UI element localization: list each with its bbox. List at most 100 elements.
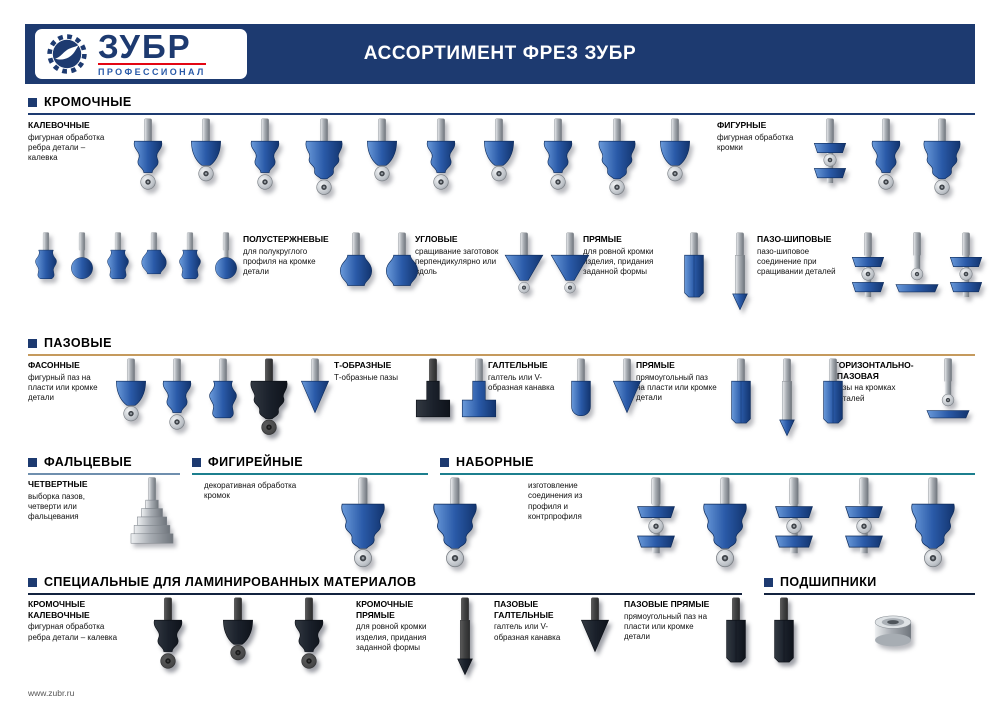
v-router-bit-image — [292, 358, 338, 440]
router-bits-pazo-shipovye — [845, 232, 989, 314]
steps-router-bit-image — [125, 477, 179, 559]
stack-router-bit-image — [767, 477, 821, 573]
router-bits-krom-pryamye-lam — [436, 597, 494, 679]
ogee-router-bit-image — [286, 597, 332, 679]
group-title: ПРЯМЫЕ — [636, 360, 675, 370]
router-bits-fasonnye — [108, 358, 334, 440]
group-label-figireynye-desc: декоративная обработка кромок — [204, 477, 298, 502]
brand-name: ЗУБР — [98, 27, 192, 65]
group-desc: Т-образные пазы — [334, 372, 399, 382]
section-row-4: СПЕЦИАЛЬНЫЕ ДЛЯ ЛАМИНИРОВАННЫХ МАТЕРИАЛО… — [28, 575, 975, 595]
section-bullet — [28, 457, 37, 467]
group-title: Т-ОБРАЗНЫЕ — [334, 360, 392, 370]
group-label-figurnye: ФИГУРНЫЕ фигурная обработка кромки — [717, 118, 797, 153]
stack-router-bit-image — [807, 118, 853, 200]
row-kromochnye-1: КАЛЕВОЧНЫЕ фигурная обработка ребра дета… — [28, 118, 975, 220]
group-desc: галтель или V-образная канавка — [494, 622, 561, 642]
router-bits-kalevochnye — [112, 118, 711, 200]
router-bits-figurnye — [797, 118, 975, 200]
group-label-chetvertnye: ЧЕТВЕРТНЫЕ выборка пазов, четверти или ф… — [28, 477, 108, 523]
group-desc: выборка пазов, четверти или фальцевания — [28, 491, 86, 522]
stack-router-bit-image — [943, 232, 989, 314]
group-desc: фигурная обработка ребра детали – калевк… — [28, 622, 118, 642]
round-router-bit-image — [108, 358, 154, 440]
spear-router-bit-image — [442, 597, 488, 679]
bead-router-bit-image — [136, 232, 172, 296]
stack-router-bit-image — [837, 477, 891, 573]
section-header-faltsevye: ФАЛЬЦЕВЫЕ — [28, 455, 180, 475]
spear-router-bit-image — [764, 358, 810, 440]
profile-router-bit-image — [428, 477, 482, 573]
zubr-gear-icon — [47, 34, 87, 74]
section-bullet — [192, 457, 201, 467]
bearing-router-bit-image — [861, 597, 925, 667]
group-label-pryamye-krom: ПРЯМЫЕ для ровной кромки изделия, придан… — [583, 232, 671, 278]
stack-router-bit-image — [629, 477, 683, 573]
section-bullet — [764, 577, 773, 587]
spear-router-bit-image — [717, 232, 763, 314]
chamfer-router-bit-image — [501, 232, 547, 314]
stack-router-bit-image — [845, 232, 891, 314]
section-title: ФАЛЬЦЕВЫЕ — [44, 455, 132, 469]
group-label-kalevochnye: КАЛЕВОЧНЫЕ фигурная обработка ребра дета… — [28, 118, 112, 164]
group-title: ЧЕТВЕРТНЫЕ — [28, 479, 88, 489]
ogee-router-bit-image — [154, 358, 200, 440]
row-kromochnye-2: ПОЛУСТЕРЖНЕВЫЕ для полукруглого профиля … — [28, 232, 975, 332]
slot-router-bit-image — [922, 358, 974, 440]
section-row-1: КРОМОЧНЫЕ — [28, 95, 975, 115]
group-desc: фигурная обработка кромки — [717, 132, 794, 153]
section-title: ФИГИРЕЙНЫЕ — [208, 455, 303, 469]
group-title: ПАЗО-ШИПОВЫЕ — [757, 234, 832, 244]
profile-router-bit-image — [906, 477, 960, 573]
section-title: НАБОРНЫЕ — [456, 455, 534, 469]
profile-router-bit-image — [246, 358, 292, 440]
group-label-t-obraznye: Т-ОБРАЗНЫЕ Т-образные пазы — [334, 358, 410, 383]
vase-router-bit-image — [200, 358, 246, 440]
ogee-router-bit-image — [242, 118, 288, 200]
group-title: ПОЛУСТЕРЖНЕВЫЕ — [243, 234, 329, 244]
slot-router-bit-image — [891, 232, 943, 314]
group-label-paz-galtelnye-lam: ПАЗОВЫЕ ГАЛТЕЛЬНЫЕ галтель или V-образна… — [494, 597, 566, 643]
group-label-krom-pryamye-lam: КРОМОЧНЫЕ ПРЯМЫЕ для ровной кромки издел… — [356, 597, 436, 653]
section-bullet — [28, 338, 37, 348]
bearing-image-group — [808, 597, 978, 667]
round-router-bit-image — [215, 597, 261, 679]
roundnose-router-bit-image — [558, 358, 604, 440]
vase-router-bit-image — [28, 232, 64, 296]
section-header-figireynye: ФИГИРЕЙНЫЕ — [192, 455, 428, 475]
section-header-pazovye: ПАЗОВЫЕ — [28, 336, 975, 356]
profile-router-bit-image — [594, 118, 640, 200]
section-header-nabornye: НАБОРНЫЕ — [440, 455, 975, 475]
round-router-bit-image — [476, 118, 522, 200]
router-bits-gorizontalno-pazovaya — [920, 358, 975, 440]
section-row-3: ФАЛЬЦЕВЫЕ ФИГИРЕЙНЫЕ НАБОРНЫЕ — [28, 455, 975, 475]
ogee-router-bit-image — [125, 118, 171, 200]
section-bullet — [28, 577, 37, 587]
router-bits-chetvertnye — [108, 477, 196, 559]
group-desc: для ровной кромки изделия, придания зада… — [583, 246, 654, 277]
ball-router-bit-image — [64, 232, 100, 296]
group-desc: прямоугольный паз на пласти или кромке д… — [624, 611, 708, 642]
group-label-krom-kalevochnye-lam: КРОМОЧНЫЕ КАЛЕВОЧНЫЕ фигурная обработка … — [28, 597, 120, 643]
section-header-podshipniki: ПОДШИПНИКИ — [764, 575, 975, 595]
group-label-galtelnye: ГАЛТЕЛЬНЫЕ галтель или V-образная канавк… — [488, 358, 558, 393]
straight-router-bit-image — [713, 597, 759, 679]
brand-subtitle: ПРОФЕССИОНАЛ — [98, 67, 206, 78]
group-label-fasonnye: ФАСОННЫЕ фигурный паз на пласти или кром… — [28, 358, 108, 404]
row-spetsialnye: КРОМОЧНЫЕ КАЛЕВОЧНЫЕ фигурная обработка … — [28, 597, 975, 697]
group-title: ГАЛТЕЛЬНЫЕ — [488, 360, 548, 370]
group-label-pazo-shipovye: ПАЗО-ШИПОВЫЕ пазо-шиповое соединение при… — [757, 232, 845, 278]
group-label-polusterzhnevye: ПОЛУСТЕРЖНЕВЫЕ для полукруглого профиля … — [243, 232, 333, 278]
site-url: www.zubr.ru — [28, 688, 75, 698]
router-bits-paz-galtelnye-lam — [566, 597, 624, 679]
group-title: ПАЗОВЫЕ ГАЛТЕЛЬНЫЕ — [494, 599, 554, 620]
group-desc: сращивание заготовок перпендикулярно или… — [415, 246, 499, 277]
round-router-bit-image — [652, 118, 698, 200]
router-bits-paz-pryamye-lam — [712, 597, 808, 679]
row-faltsevye-figireynye-nabornye: ЧЕТВЕРТНЫЕ выборка пазов, четверти или ф… — [28, 477, 975, 575]
router-bits-nabornye — [614, 477, 975, 573]
group-desc: изготовление соединения из профиля и кон… — [528, 481, 583, 522]
group-title: КРОМОЧНЫЕ КАЛЕВОЧНЫЕ — [28, 599, 90, 620]
chamfer-router-bit-image — [547, 232, 593, 314]
router-bits-polusterzhnevye — [333, 232, 415, 314]
